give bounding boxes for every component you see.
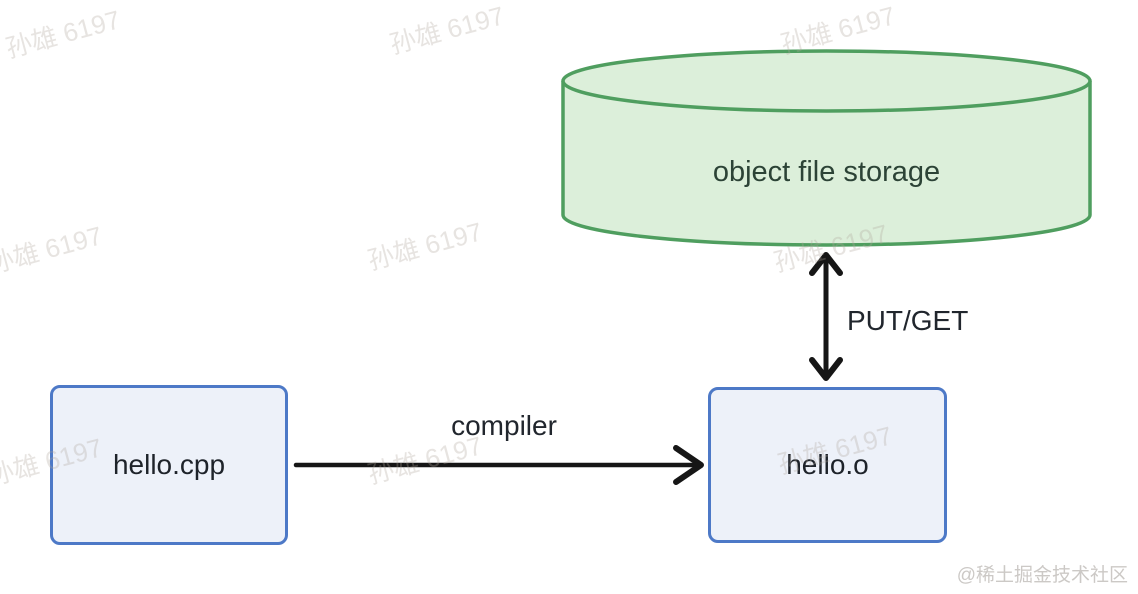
storage-node-label: object file storage <box>712 156 941 188</box>
community-credit-watermark: @稀土掘金技术社区 <box>956 565 1128 586</box>
compile-edge-label: compiler <box>451 410 557 441</box>
object-node-label: hello.o <box>786 449 869 480</box>
compile-arrow <box>293 445 704 485</box>
putget-arrow <box>809 252 843 381</box>
source-node-label: hello.cpp <box>112 449 226 480</box>
putget-edge-label: PUT/GET <box>847 305 969 336</box>
storage-cylinder-shape <box>561 49 1092 247</box>
source-node: hello.cpp <box>50 385 288 545</box>
object-node: hello.o <box>708 387 947 543</box>
